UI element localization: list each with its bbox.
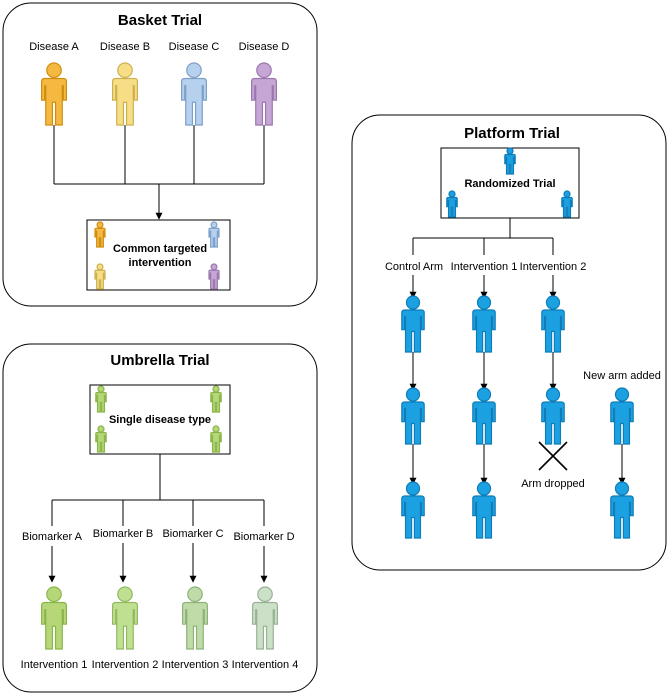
platform-mini-person-icon <box>446 190 458 218</box>
arm-dropped-label: Arm dropped <box>521 478 585 490</box>
platform-person-icon <box>401 387 425 445</box>
umbrella-mini-person-icon <box>210 385 222 413</box>
platform-mini-person-icon <box>504 147 516 175</box>
intervention-1-arm-label: Intervention 1 <box>451 261 518 273</box>
intervention-2-label: Intervention 2 <box>92 659 159 671</box>
single-disease-box <box>89 384 231 455</box>
disease-a-label: Disease A <box>29 41 79 53</box>
platform-person-icon <box>610 387 634 445</box>
randomized-trial-label: Randomized Trial <box>464 178 555 190</box>
umbrella-person-icon <box>41 586 67 650</box>
cross-icon <box>538 441 568 471</box>
intervention-2-arm-label: Intervention 2 <box>520 261 587 273</box>
disease-c-label: Disease C <box>169 41 220 53</box>
common-intervention-label-2: intervention <box>129 257 192 269</box>
platform-person-icon <box>541 295 565 353</box>
control-arm-label: Control Arm <box>385 261 443 273</box>
biomarker-c-label: Biomarker C <box>162 528 223 540</box>
basket-trial-panel: Basket Trial Disease A Disease B Disease… <box>2 2 318 307</box>
basket-mini-person-icon <box>94 263 106 290</box>
basket-title: Basket Trial <box>118 12 202 29</box>
umbrella-trial-panel: Umbrella Trial Single disease type Bioma… <box>2 343 318 693</box>
platform-trial-panel: Platform Trial Randomized Trial Control … <box>351 114 667 571</box>
platform-person-icon <box>610 481 634 539</box>
basket-person-icon <box>181 62 207 126</box>
umbrella-person-icon <box>112 586 138 650</box>
biomarker-a-label: Biomarker A <box>22 531 83 543</box>
intervention-1-label: Intervention 1 <box>21 659 88 671</box>
common-intervention-label-1: Common targeted <box>113 243 207 255</box>
platform-person-icon <box>472 481 496 539</box>
umbrella-person-icon <box>182 586 208 650</box>
basket-mini-person-icon <box>208 263 220 290</box>
platform-person-icon <box>401 295 425 353</box>
biomarker-d-label: Biomarker D <box>233 531 294 543</box>
intervention-4-label: Intervention 4 <box>232 659 299 671</box>
platform-person-icon <box>541 387 565 445</box>
platform-person-icon <box>472 295 496 353</box>
new-arm-label: New arm added <box>583 370 661 382</box>
platform-person-icon <box>472 387 496 445</box>
umbrella-mini-person-icon <box>95 385 107 413</box>
platform-mini-person-icon <box>561 190 573 218</box>
umbrella-person-icon <box>252 586 278 650</box>
intervention-3-label: Intervention 3 <box>162 659 229 671</box>
umbrella-title: Umbrella Trial <box>110 352 209 369</box>
disease-d-label: Disease D <box>239 41 290 53</box>
basket-mini-person-icon <box>94 221 106 248</box>
basket-person-icon <box>112 62 138 126</box>
basket-mini-person-icon <box>208 221 220 248</box>
platform-title: Platform Trial <box>464 125 560 142</box>
disease-b-label: Disease B <box>100 41 150 53</box>
common-intervention-box <box>86 219 231 291</box>
platform-person-icon <box>401 481 425 539</box>
basket-person-icon <box>41 62 67 126</box>
basket-person-icon <box>251 62 277 126</box>
umbrella-mini-person-icon <box>95 425 107 453</box>
umbrella-mini-person-icon <box>210 425 222 453</box>
single-disease-label: Single disease type <box>109 414 211 426</box>
biomarker-b-label: Biomarker B <box>93 528 154 540</box>
